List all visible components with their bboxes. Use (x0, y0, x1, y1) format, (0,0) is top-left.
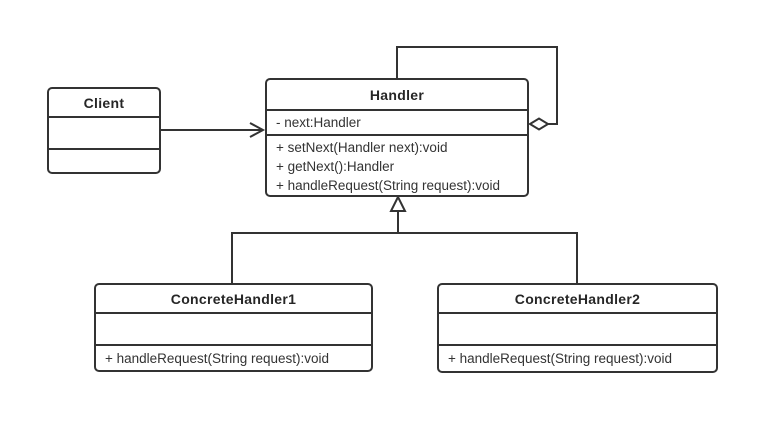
class-concrete-handler-1-methods: + handleRequest(String request):void (96, 344, 371, 370)
class-client-attributes (49, 116, 159, 148)
method-handlerequest: + handleRequest(String request):void (448, 351, 673, 366)
method-setnext: + setNext(Handler next):void (276, 140, 448, 155)
generalization-connector (231, 194, 578, 284)
class-concrete-handler-2-attributes (439, 312, 716, 344)
class-client-name: Client (83, 94, 125, 111)
class-concrete-handler-1-attributes (96, 312, 371, 344)
method-handlerequest: + handleRequest(String request):void (105, 350, 330, 366)
class-handler-name: Handler (369, 86, 425, 103)
class-concrete-handler-2-name: ConcreteHandler2 (514, 290, 641, 307)
client-to-handler-association (161, 122, 266, 138)
class-handler: Handler - next:Handler + setNext(Handler… (265, 78, 529, 197)
aggregation-diamond-icon (528, 117, 550, 131)
class-handler-attributes: - next:Handler (267, 109, 527, 134)
method-handlerequest: + handleRequest(String request):void (276, 178, 501, 193)
generalization-triangle-icon (389, 194, 407, 212)
handler-self-aggregation (396, 46, 558, 131)
class-concrete-handler-2: ConcreteHandler2 + handleRequest(String … (437, 283, 718, 373)
class-concrete-handler-1: ConcreteHandler1 + handleRequest(String … (94, 283, 373, 372)
class-client-methods (49, 148, 159, 172)
class-concrete-handler-2-methods: + handleRequest(String request):void (439, 344, 716, 371)
class-handler-methods: + setNext(Handler next):void + getNext()… (267, 134, 527, 195)
open-arrowhead-icon (249, 122, 266, 138)
attribute-next: - next:Handler (276, 115, 361, 130)
class-client: Client (47, 87, 161, 174)
class-concrete-handler-1-name: ConcreteHandler1 (170, 290, 297, 307)
method-getnext: + getNext():Handler (276, 159, 395, 174)
